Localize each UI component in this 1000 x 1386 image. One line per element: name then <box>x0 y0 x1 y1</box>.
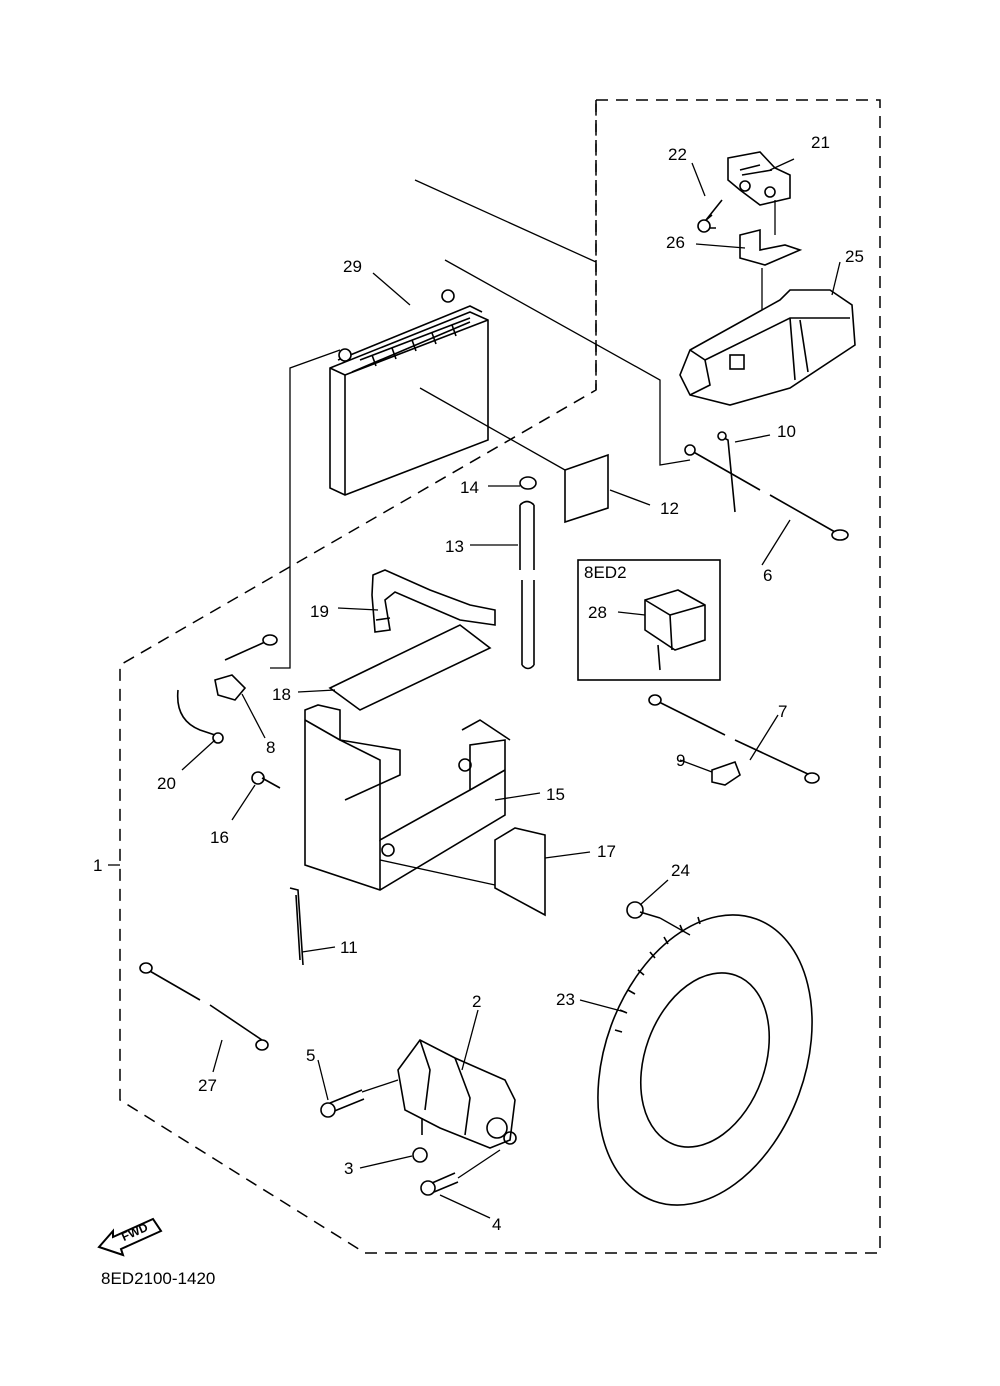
diagram-code: 8ED2100-1420 <box>101 1269 216 1288</box>
part-label-4: 4 <box>492 1215 502 1234</box>
battery-rubber <box>328 624 492 711</box>
part-label-27: 27 <box>198 1076 217 1095</box>
plate-17 <box>494 827 546 917</box>
wire-20 <box>176 641 266 736</box>
clip-9 <box>711 760 741 786</box>
part-label-13: 13 <box>445 537 464 556</box>
inset-box <box>577 559 721 681</box>
part-label-26: 26 <box>666 233 685 252</box>
part-label-16: 16 <box>210 828 229 847</box>
battery-box <box>304 704 511 891</box>
part-label-25: 25 <box>845 247 864 266</box>
part-label-11: 11 <box>340 938 358 957</box>
part-label-19: 19 <box>310 602 329 621</box>
relay-bracket <box>739 228 803 266</box>
part-label-15: 15 <box>546 785 565 804</box>
nut-3 <box>412 1147 428 1163</box>
part-label-14: 14 <box>460 478 479 497</box>
part-label-7: 7 <box>778 702 788 721</box>
part-label-20: 20 <box>157 774 176 793</box>
part-label-1: 1 <box>93 856 103 875</box>
part-label-2: 2 <box>472 992 482 1011</box>
part-label-6: 6 <box>763 566 773 585</box>
band-11 <box>289 887 304 966</box>
part-label-8: 8 <box>266 738 276 757</box>
part-label-5: 5 <box>306 1046 316 1065</box>
cap-14 <box>519 476 537 490</box>
battery-cover-pad <box>564 453 609 524</box>
bolt-16 <box>251 771 281 789</box>
relay-case <box>679 289 856 406</box>
inset-box-label: 8ED2 <box>584 563 627 582</box>
part-label-3: 3 <box>344 1159 354 1178</box>
wire-27 <box>147 969 263 1041</box>
sensor-rotor-disc <box>597 914 813 1206</box>
part-label-28: 28 <box>588 603 607 622</box>
wire-6 <box>689 449 836 533</box>
part-label-12: 12 <box>660 499 679 518</box>
battery <box>329 289 489 496</box>
wire-7 <box>654 699 811 776</box>
holder-8 <box>214 674 247 701</box>
bolt-22 <box>697 199 723 233</box>
part-label-10: 10 <box>777 422 796 441</box>
part-label-24: 24 <box>671 861 690 880</box>
part-label-21: 21 <box>811 133 830 152</box>
fwd-arrow-shape <box>97 1217 163 1257</box>
part-label-18: 18 <box>272 685 291 704</box>
battery-strap <box>371 569 496 633</box>
part-28-connector <box>644 589 706 671</box>
bolt-5 <box>320 1079 399 1118</box>
starter-relay <box>727 151 791 206</box>
tube-13 <box>519 500 535 670</box>
bolt-24 <box>626 901 691 936</box>
part-label-22: 22 <box>668 145 687 164</box>
part-label-17: 17 <box>597 842 616 861</box>
part-label-9: 9 <box>676 751 686 770</box>
fwd-arrow-icon: FWD <box>95 1213 170 1258</box>
part-label-29: 29 <box>343 257 362 276</box>
bolt-4 <box>420 1149 501 1196</box>
starter-motor <box>397 1038 517 1149</box>
part-label-23: 23 <box>556 990 575 1009</box>
